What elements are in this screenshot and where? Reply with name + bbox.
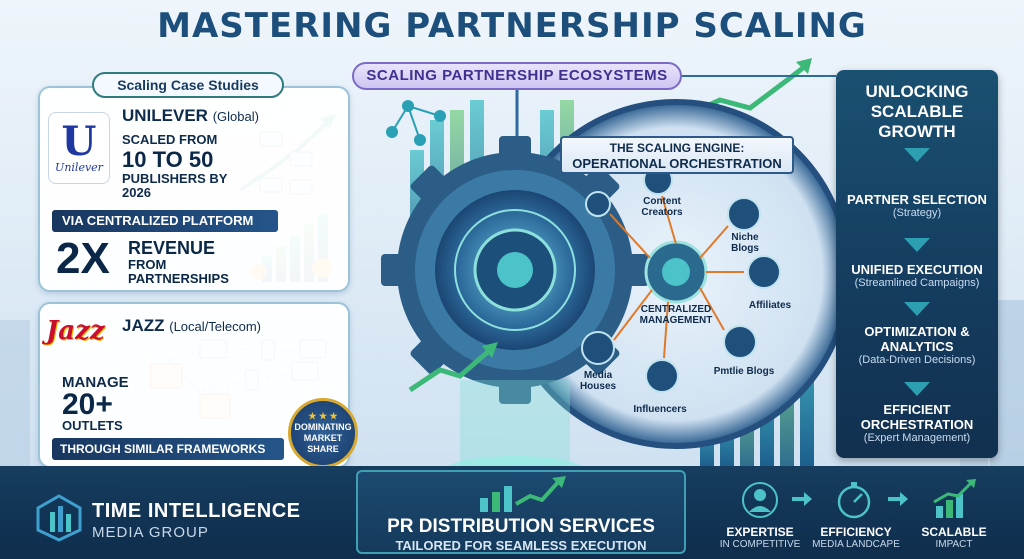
page-title: MASTERING PARTNERSHIP SCALING xyxy=(157,6,867,46)
jazz-count: 20+ xyxy=(62,388,113,421)
stopwatch-icon xyxy=(837,482,871,519)
star-icon: ★ ★ ★ xyxy=(308,411,338,421)
pr-services-title: PR DISTRIBUTION SERVICES xyxy=(387,516,655,537)
growth-item-orchestration: EFFICIENT ORCHESTRATION(Expert Managemen… xyxy=(860,402,974,444)
jazz-through-bar: THROUGH SIMILAR FRAMEWORKS xyxy=(52,438,284,460)
node-affiliates: Affiliates xyxy=(748,300,792,311)
growth-chart-icon xyxy=(933,479,976,518)
ecosystems-pill: SCALING PARTNERSHIP ECOSYSTEMS xyxy=(352,62,682,90)
jazz-outlets: OUTLETS xyxy=(62,418,123,433)
unilever-revenue: REVENUE xyxy=(128,238,216,258)
jazz-logo: Jazz xyxy=(46,316,105,346)
growth-item-unified-execution: UNIFIED EXECUTION(Streamlined Campaigns) xyxy=(851,262,983,289)
chevron-down-icon xyxy=(904,382,930,396)
unilever-revenue-sub: FROM PARTNERSHIPS xyxy=(128,257,229,286)
unilever-publishers: PUBLISHERS BY 2026 xyxy=(122,171,228,200)
unilever-name: UNILEVER (Global) xyxy=(122,106,259,125)
growth-panel-title: UNLOCKING SCALABLE GROWTH xyxy=(865,82,969,141)
unilever-logo: U Unilever xyxy=(48,112,110,184)
jazz-manage: MANAGE xyxy=(62,374,129,391)
brand-logo-icon xyxy=(36,494,82,542)
expertise-icon xyxy=(742,482,778,518)
unilever-scaled-from: SCALED FROM xyxy=(122,132,218,147)
growth-item-optimization: OPTIMIZATION & ANALYTICS(Data-Driven Dec… xyxy=(858,324,976,366)
node-influencers: Influencers xyxy=(633,404,687,415)
case-studies-label: Scaling Case Studies xyxy=(92,72,284,98)
growth-item-partner-selection: PARTNER SELECTION(Strategy) xyxy=(847,192,987,219)
pr-services-subtitle: TAILORED FOR SEAMLESS EXECUTION xyxy=(395,538,647,553)
chevron-down-icon xyxy=(904,302,930,316)
unilever-multiplier: 2X xyxy=(56,234,110,283)
brand-name: TIME INTELLIGENCE xyxy=(92,500,301,522)
chevron-down-icon xyxy=(904,238,930,252)
growth-arrow-icon xyxy=(480,476,566,512)
chevron-down-icon xyxy=(904,148,930,162)
pr-services-box xyxy=(356,470,686,554)
scaling-engine-title: THE SCALING ENGINE: OPERATIONAL ORCHESTR… xyxy=(560,136,794,174)
brand-subtitle: MEDIA GROUP xyxy=(92,524,209,541)
arrow-right-icon xyxy=(888,492,908,506)
node-public-blogs: Pmtlie Blogs xyxy=(713,366,775,377)
jazz-name: JAZZ (Local/Telecom) xyxy=(122,316,261,335)
unilever-range: 10 TO 50 xyxy=(122,147,214,172)
unilever-via-bar: VIA CENTRALIZED PLATFORM xyxy=(52,210,278,232)
market-share-badge: ★ ★ ★ DOMINATING MARKET SHARE xyxy=(288,398,358,468)
arrow-right-icon xyxy=(792,492,812,506)
